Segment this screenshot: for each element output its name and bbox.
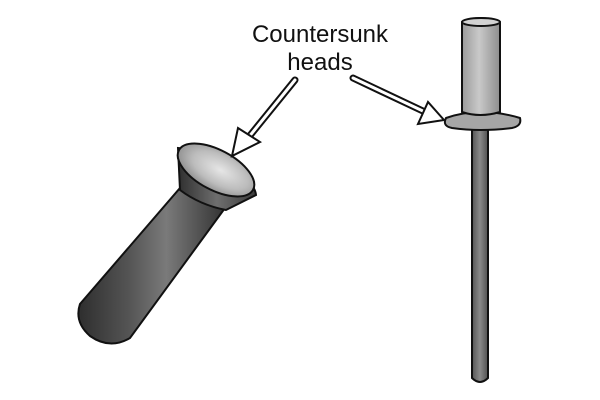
label-line-1: Countersunk [252,21,389,48]
arrow-icon [230,76,299,158]
pop-rivet-icon [443,17,522,383]
solid-countersunk-rivet-icon [77,142,258,345]
label-line-2: heads [287,49,352,76]
arrow-icon [349,74,446,126]
